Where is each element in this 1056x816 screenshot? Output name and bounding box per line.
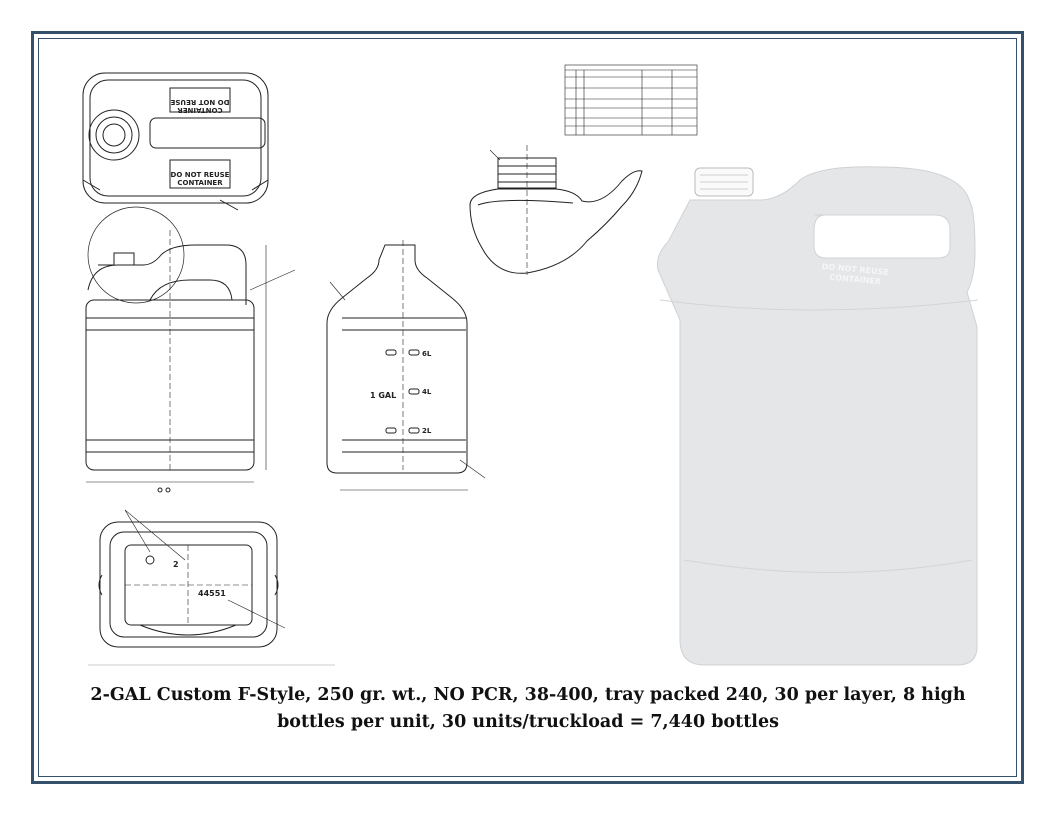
detail-section-drawing [469, 145, 643, 275]
gal-mark: 1 GAL [370, 391, 396, 400]
top-view-label: DO NOT REUSE [171, 171, 230, 179]
product-description-line-1: 2-GAL Custom F-Style, 250 gr. wt., NO PC… [90, 685, 966, 705]
revision-table [564, 64, 698, 136]
front-elevation-drawing [326, 240, 486, 491]
side-elevation-drawing [85, 206, 296, 493]
volume-mark-4l: 4L [422, 388, 432, 396]
top-view-label-2: CONTAINER [177, 179, 223, 187]
product-description-line-2: bottles per unit, 30 units/truckload = 7… [277, 712, 779, 732]
bottom-cavity-number: 2 [173, 560, 179, 569]
bottom-view-drawing [98, 509, 286, 648]
top-view-drawing [82, 72, 269, 211]
volume-mark-6l: 6L [422, 350, 432, 358]
bottom-code: 44551 [198, 589, 226, 598]
page-border-inner [38, 38, 1017, 777]
top-view-label-mirrored-2: CONTAINER [177, 106, 223, 114]
volume-mark-2l: 2L [422, 427, 432, 435]
product-description: 2-GAL Custom F-Style, 250 gr. wt., NO PC… [40, 682, 1016, 736]
bottle-photo: DO NOT REUSE CONTAINER [657, 166, 979, 666]
photo-embossing-2: CONTAINER [829, 273, 881, 286]
page-border-outer [31, 31, 1024, 784]
top-view-label-mirrored: DO NOT REUSE [170, 98, 229, 106]
